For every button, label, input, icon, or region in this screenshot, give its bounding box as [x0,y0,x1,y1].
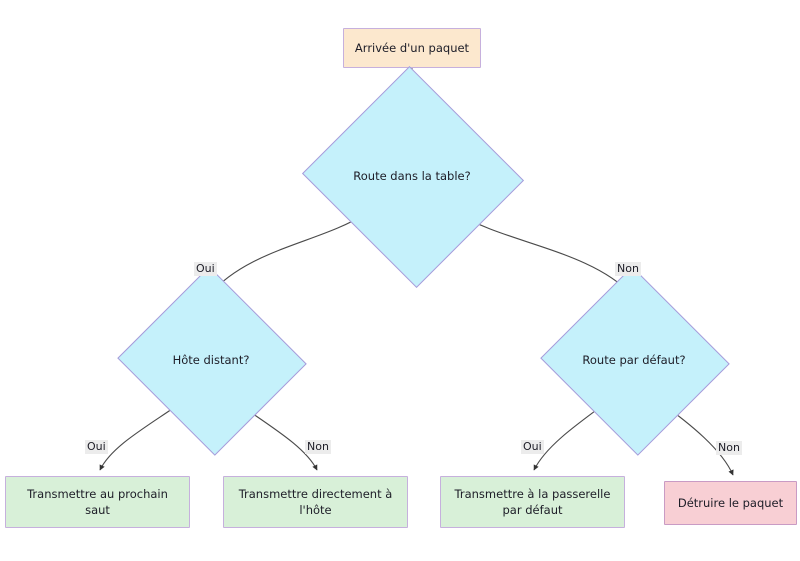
edge-label-default-route-no: Non [716,441,742,455]
edge-label-default-route-yes: Oui [521,440,544,454]
node-remote-host[interactable]: Hôte distant? [117,266,307,456]
node-forward-default-gateway-label: Transmettre à la passerelle par défaut [454,487,611,517]
edge-label-route-table-no: Non [615,262,641,276]
node-drop-packet[interactable]: Détruire le paquet [664,481,797,525]
node-remote-host-label: Hôte distant? [172,353,250,367]
edge-route-table-yes [208,212,368,296]
node-forward-default-gateway[interactable]: Transmettre à la passerelle par défaut [440,476,625,528]
node-default-route-label: Route par défaut? [582,353,686,367]
edge-label-route-table-yes: Oui [194,262,217,276]
node-forward-next-hop[interactable]: Transmettre au prochain saut [5,476,190,528]
edge-label-remote-host-no: Non [305,440,331,454]
edge-label-remote-host-yes: Oui [85,440,108,454]
node-route-in-table[interactable]: Route dans la table? [301,65,525,289]
node-packet-arrival-label: Arrivée d'un paquet [354,41,470,55]
node-route-in-table-label: Route dans la table? [353,169,471,183]
node-forward-direct-host-label: Transmettre directement à l'hôte [238,487,393,517]
node-forward-direct-host[interactable]: Transmettre directement à l'hôte [223,476,408,528]
node-packet-arrival[interactable]: Arrivée d'un paquet [343,28,481,68]
node-forward-next-hop-label: Transmettre au prochain saut [27,487,168,517]
node-drop-packet-label: Détruire le paquet [677,496,784,510]
node-default-route[interactable]: Route par défaut? [540,266,730,456]
